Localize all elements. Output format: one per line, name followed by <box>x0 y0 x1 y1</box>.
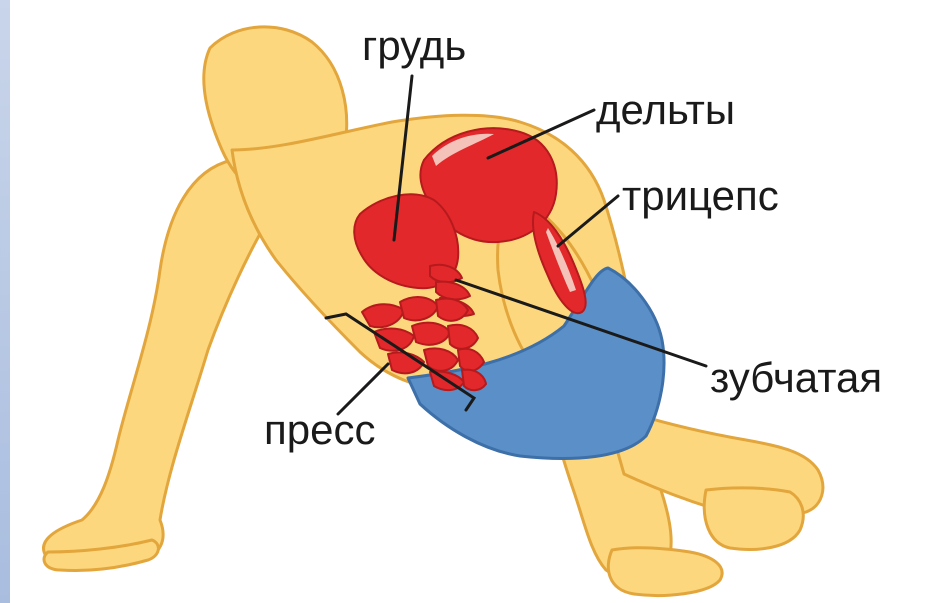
label-triceps: трицепс <box>622 172 779 219</box>
label-serratus: зубчатая <box>710 354 882 401</box>
right-hand <box>608 548 722 596</box>
foot <box>704 488 803 550</box>
label-abs: пресс <box>264 406 375 453</box>
label-chest: грудь <box>362 22 466 69</box>
label-deltoids: дельты <box>596 86 735 133</box>
left-arm <box>44 160 268 566</box>
